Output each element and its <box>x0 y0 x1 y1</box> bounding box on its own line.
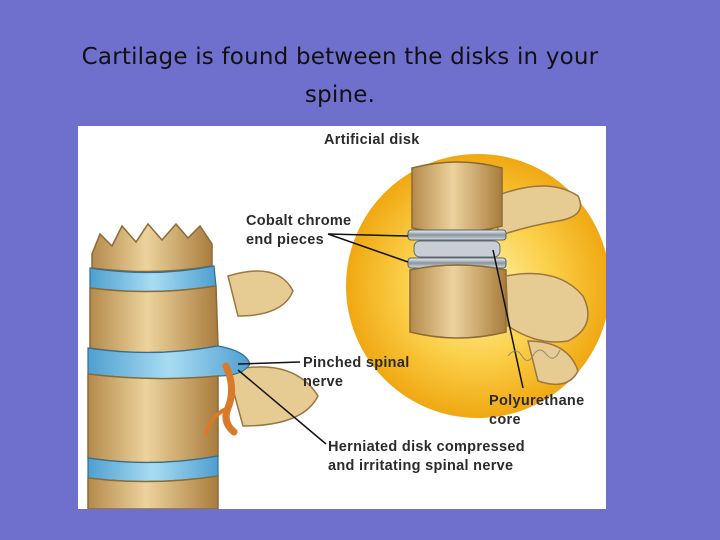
vertebra-top <box>91 222 213 273</box>
upper-transverse-process <box>495 185 582 238</box>
leader-cobalt <box>327 233 409 237</box>
label-herniated-disk: Herniated disk compressed and irritating… <box>328 438 525 476</box>
label-cobalt-line-1: Cobalt chrome <box>246 213 352 229</box>
leader-polyurethane <box>492 249 524 389</box>
spine-diagram: Artificial disk Cobalt chrome end pieces… <box>78 126 606 509</box>
artist-signature <box>507 349 561 361</box>
label-pinched-line-1: Pinched spinal <box>303 355 410 371</box>
label-polyurethane-core: Polyurethane core <box>489 392 584 430</box>
label-polyurethane-line-2: core <box>489 412 521 428</box>
spinous-process-mid <box>227 366 319 427</box>
leader-cobalt-2 <box>327 233 409 263</box>
label-cobalt-chrome: Cobalt chrome end pieces <box>246 212 351 250</box>
label-pinched-nerve: Pinched spinal nerve <box>303 354 410 392</box>
label-artificial-disk: Artificial disk <box>324 132 420 148</box>
slide-title: Cartilage is found between the disks in … <box>40 38 640 114</box>
spinal-nerve-branch <box>204 406 230 436</box>
leader-pinched <box>237 361 301 365</box>
lower-spinous-process <box>527 340 579 386</box>
title-line-1: Cartilage is found between the disks in … <box>81 44 599 70</box>
label-herniated-line-2: and irritating spinal nerve <box>328 458 514 474</box>
spinous-process-top <box>227 270 294 317</box>
label-polyurethane-line-1: Polyurethane <box>489 393 585 409</box>
vertebra-lower-right <box>409 264 507 339</box>
lower-facet-process <box>505 272 589 343</box>
spine-illustration <box>87 154 606 509</box>
vertebra-bottom <box>87 475 219 509</box>
spinal-nerve <box>222 362 238 436</box>
polyurethane-core <box>413 240 501 258</box>
label-pinched-line-2: nerve <box>303 374 344 390</box>
cobalt-end-plate-top <box>407 229 507 241</box>
title-line-2: spine. <box>304 82 376 108</box>
vertebra-upper-right <box>411 161 503 234</box>
leader-herniated <box>237 369 327 445</box>
label-herniated-line-1: Herniated disk compressed <box>328 439 525 455</box>
label-cobalt-line-2: end pieces <box>246 232 324 248</box>
vertebra-3 <box>87 373 219 464</box>
vertebra-2 <box>89 285 219 354</box>
